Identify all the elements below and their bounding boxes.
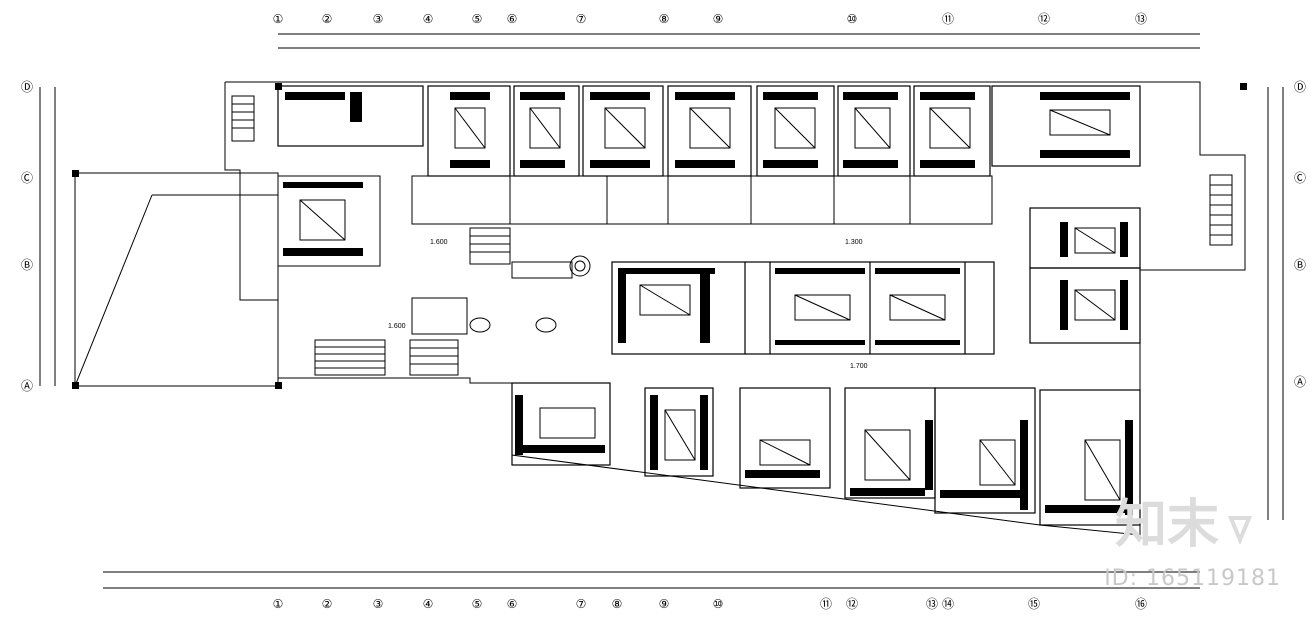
axis-label-left: Ⓓ xyxy=(21,80,33,94)
table-symbols xyxy=(299,107,1121,501)
stair-left xyxy=(231,95,255,142)
axis-label-left: Ⓐ xyxy=(21,379,33,393)
axis-label-top: ⑥ xyxy=(507,12,518,26)
axis-label-top: ⑤ xyxy=(472,12,483,26)
axis-label-bottom: ⑦ xyxy=(576,597,587,611)
axis-label-top: ③ xyxy=(373,12,384,26)
level-mark-3: 1.600 xyxy=(388,323,406,330)
axis-label-top: ⑬ xyxy=(1135,12,1147,26)
axis-label-top: ⑦ xyxy=(576,12,587,26)
center-room-block xyxy=(611,261,995,355)
axis-label-bottom: ⑪ xyxy=(820,597,832,611)
round-table-2 xyxy=(535,317,557,333)
axis-label-top: ④ xyxy=(423,12,434,26)
axis-label-top: ⑫ xyxy=(1038,12,1050,26)
left-room xyxy=(277,175,381,267)
logo-mark-icon xyxy=(1228,516,1252,546)
axis-label-left: Ⓒ xyxy=(21,171,33,185)
furniture-fills xyxy=(283,92,1133,515)
right-room-column xyxy=(1029,207,1141,344)
axis-label-top: ⑩ xyxy=(847,12,858,26)
watermark-id: ID: 165119181 xyxy=(1104,566,1281,591)
axis-label-bottom: ⑮ xyxy=(1028,597,1040,611)
round-table-1 xyxy=(469,317,491,333)
axis-label-top: ⑨ xyxy=(713,12,724,26)
level-mark-1: 1.600 xyxy=(430,239,448,246)
axis-label-top: ① xyxy=(273,12,284,26)
axis-label-bottom: ⑧ xyxy=(612,597,623,611)
terrace-outline xyxy=(74,172,279,387)
top-bathroom-row xyxy=(411,175,993,225)
terrace-slope-line xyxy=(74,194,153,387)
axis-label-bottom: ⑩ xyxy=(713,597,724,611)
round-feature xyxy=(569,255,591,277)
axis-label-bottom: ⑬ xyxy=(926,597,938,611)
axis-label-bottom: ③ xyxy=(373,597,384,611)
axis-label-top: ⑪ xyxy=(942,12,954,26)
level-mark-2: 1.300 xyxy=(845,239,863,246)
axis-label-bottom: ⑭ xyxy=(942,597,954,611)
axis-label-bottom: ② xyxy=(322,597,333,611)
bottom-room-row xyxy=(511,382,1141,526)
watermark-logo: 知末 xyxy=(1115,499,1253,551)
structural-columns xyxy=(72,83,1247,389)
watermark-brand: 知末 xyxy=(1114,495,1219,555)
axis-label-right: Ⓑ xyxy=(1294,258,1306,272)
axis-label-top: ⑧ xyxy=(659,12,670,26)
axis-label-bottom: ⑨ xyxy=(659,597,670,611)
level-mark-4: 1.700 xyxy=(850,363,868,370)
stair-right xyxy=(1209,174,1233,246)
level-marks: 1.600 1.300 1.600 1.700 xyxy=(388,239,868,370)
building-outline xyxy=(224,81,1246,536)
axis-label-right: Ⓓ xyxy=(1294,80,1306,94)
axis-label-bottom: ⑤ xyxy=(472,597,483,611)
top-room-row xyxy=(277,85,1141,177)
axis-label-right: Ⓒ xyxy=(1294,171,1306,185)
axis-label-bottom: ④ xyxy=(423,597,434,611)
axis-label-left: Ⓑ xyxy=(21,258,33,272)
axis-label-bottom: ⑥ xyxy=(507,597,518,611)
stair-lower xyxy=(314,227,511,376)
axis-label-bottom: ⑯ xyxy=(1135,597,1147,611)
axis-label-bottom: ① xyxy=(273,597,284,611)
axis-label-right: Ⓐ xyxy=(1294,375,1306,389)
axis-label-bottom: ⑫ xyxy=(846,597,858,611)
axis-label-top: ② xyxy=(322,12,333,26)
